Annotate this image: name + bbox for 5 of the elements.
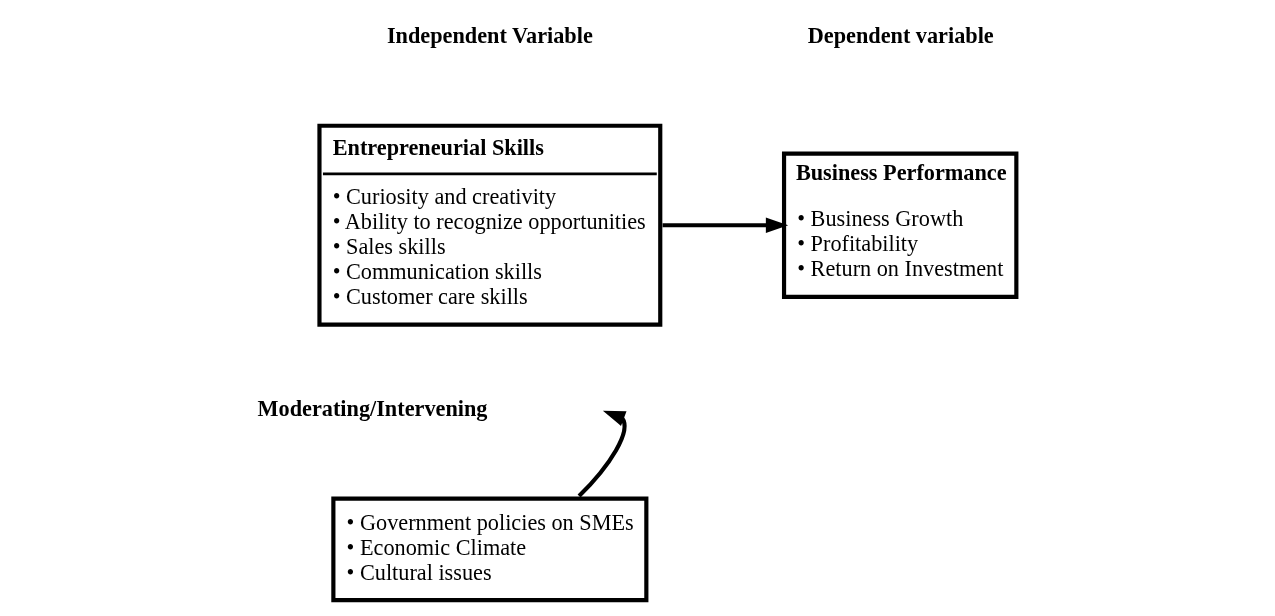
- label: Dependent variable: [807, 22, 994, 48]
- label: Independent Variable: [386, 22, 593, 48]
- arrow: [662, 217, 788, 234]
- label: Moderating/Intervening: [257, 395, 487, 421]
- arrow: [577, 410, 627, 498]
